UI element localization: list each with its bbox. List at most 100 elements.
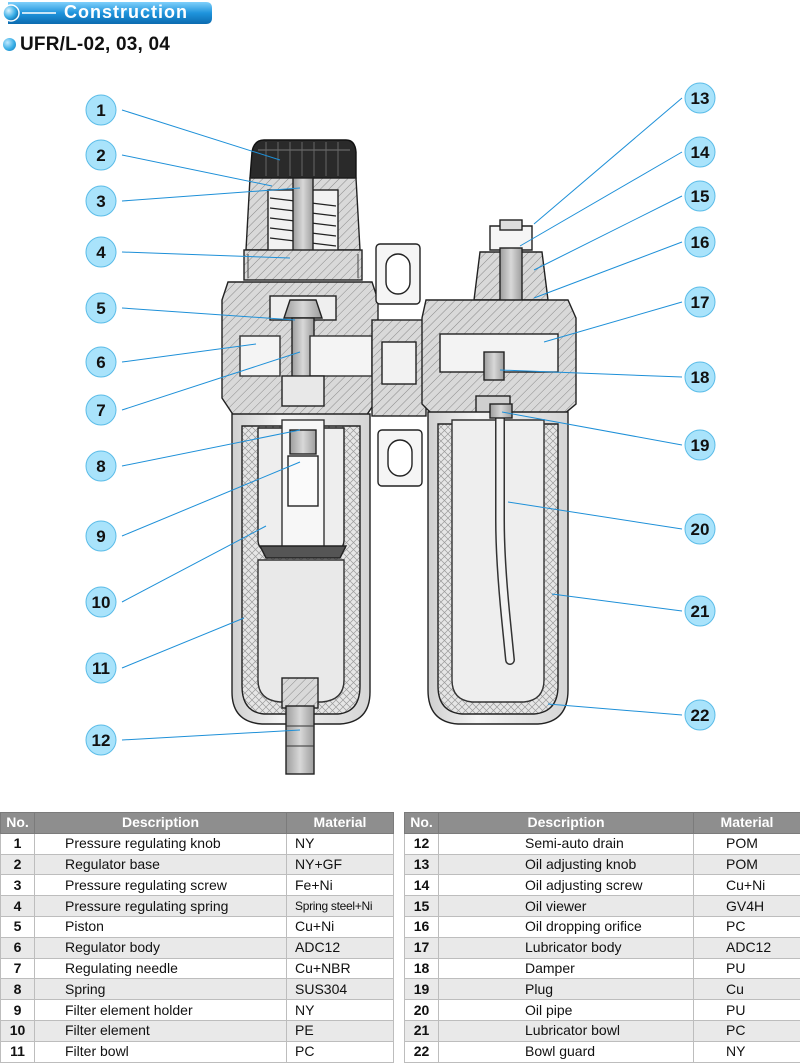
callout-label: 19 bbox=[691, 436, 710, 455]
part-material: NY bbox=[286, 832, 394, 855]
callout-label: 18 bbox=[691, 368, 710, 387]
part-description: Oil adjusting screw bbox=[438, 874, 694, 897]
callout-3: 3 bbox=[85, 185, 117, 217]
callout-circle bbox=[85, 394, 117, 426]
callout-label: 7 bbox=[96, 401, 105, 420]
callout-22: 22 bbox=[684, 699, 716, 731]
callout-4: 4 bbox=[85, 236, 117, 268]
part-description: Regulator body bbox=[34, 936, 287, 959]
part-number: 3 bbox=[0, 874, 35, 897]
part-material: PC bbox=[286, 1040, 394, 1063]
column-header-material: Material bbox=[286, 812, 394, 834]
callout-label: 2 bbox=[96, 146, 105, 165]
part-material: PC bbox=[693, 915, 800, 938]
part-material: Cu+Ni bbox=[693, 874, 800, 897]
part-material: ADC12 bbox=[693, 936, 800, 959]
part-material: PC bbox=[693, 1019, 800, 1042]
callout-label: 14 bbox=[691, 143, 710, 162]
part-description: Filter bowl bbox=[34, 1040, 287, 1063]
part-material: Cu+NBR bbox=[286, 957, 394, 980]
part-number: 21 bbox=[404, 1019, 439, 1042]
callout-circle bbox=[85, 520, 117, 552]
part-material: PE bbox=[286, 1019, 394, 1042]
callout-16: 16 bbox=[684, 226, 716, 258]
part-description: Regulator base bbox=[34, 853, 287, 876]
part-description: Filter element bbox=[34, 1019, 287, 1042]
callout-label: 15 bbox=[691, 187, 710, 206]
callout-label: 20 bbox=[691, 520, 710, 539]
part-number: 14 bbox=[404, 874, 439, 897]
callout-label: 12 bbox=[92, 731, 111, 750]
part-material: POM bbox=[693, 832, 800, 855]
callout-11: 11 bbox=[85, 652, 117, 684]
callout-label: 11 bbox=[92, 659, 110, 678]
callout-label: 16 bbox=[691, 233, 710, 252]
part-number: 13 bbox=[404, 853, 439, 876]
callout-label: 4 bbox=[96, 243, 106, 262]
column-header-material: Material bbox=[693, 812, 800, 834]
callout-label: 13 bbox=[691, 89, 710, 108]
callout-19: 19 bbox=[684, 429, 716, 461]
part-description: Spring bbox=[34, 978, 287, 1001]
column-header-description: Description bbox=[438, 812, 694, 834]
regulator-filter-unit bbox=[221, 139, 379, 775]
bullet-icon bbox=[3, 38, 16, 51]
callout-circle bbox=[85, 724, 117, 756]
callout-circle bbox=[684, 286, 716, 318]
callout-18: 18 bbox=[684, 361, 716, 393]
part-material: NY bbox=[286, 999, 394, 1021]
part-description: Oil dropping orifice bbox=[438, 915, 694, 938]
part-number: 17 bbox=[404, 936, 439, 959]
section-header-ribbon bbox=[2, 2, 212, 24]
callout-9: 9 bbox=[85, 520, 117, 552]
callout-8: 8 bbox=[85, 450, 117, 482]
part-description: Filter element holder bbox=[34, 999, 287, 1021]
part-number: 10 bbox=[0, 1019, 35, 1042]
part-number: 8 bbox=[0, 978, 35, 1001]
part-material: PU bbox=[693, 999, 800, 1021]
model-title: UFR/L-02, 03, 04 bbox=[20, 34, 170, 55]
callout-circle bbox=[85, 94, 117, 126]
callout-circle bbox=[85, 236, 117, 268]
callout-circle bbox=[684, 180, 716, 212]
callout-circle bbox=[684, 513, 716, 545]
callout-circle bbox=[684, 429, 716, 461]
callout-1: 1 bbox=[85, 94, 117, 126]
callout-circle bbox=[85, 139, 117, 171]
part-material: SUS304 bbox=[286, 978, 394, 1001]
part-number: 19 bbox=[404, 978, 439, 1001]
leader-lines bbox=[121, 97, 683, 741]
callout-circle bbox=[684, 361, 716, 393]
callout-17: 17 bbox=[684, 286, 716, 318]
part-number: 4 bbox=[0, 895, 35, 917]
part-number: 20 bbox=[404, 999, 439, 1021]
callout-circle bbox=[85, 292, 117, 324]
part-material: PU bbox=[693, 957, 800, 980]
part-number: 5 bbox=[0, 915, 35, 938]
part-material: NY+GF bbox=[286, 853, 394, 876]
callout-label: 5 bbox=[96, 299, 105, 318]
part-material: Cu+Ni bbox=[286, 915, 394, 938]
callout-6: 6 bbox=[85, 346, 117, 378]
part-material: Fe+Ni bbox=[286, 874, 394, 897]
callout-2: 2 bbox=[85, 139, 117, 171]
callout-12: 12 bbox=[85, 724, 117, 756]
part-number: 18 bbox=[404, 957, 439, 980]
part-description: Pressure regulating knob bbox=[34, 832, 287, 855]
